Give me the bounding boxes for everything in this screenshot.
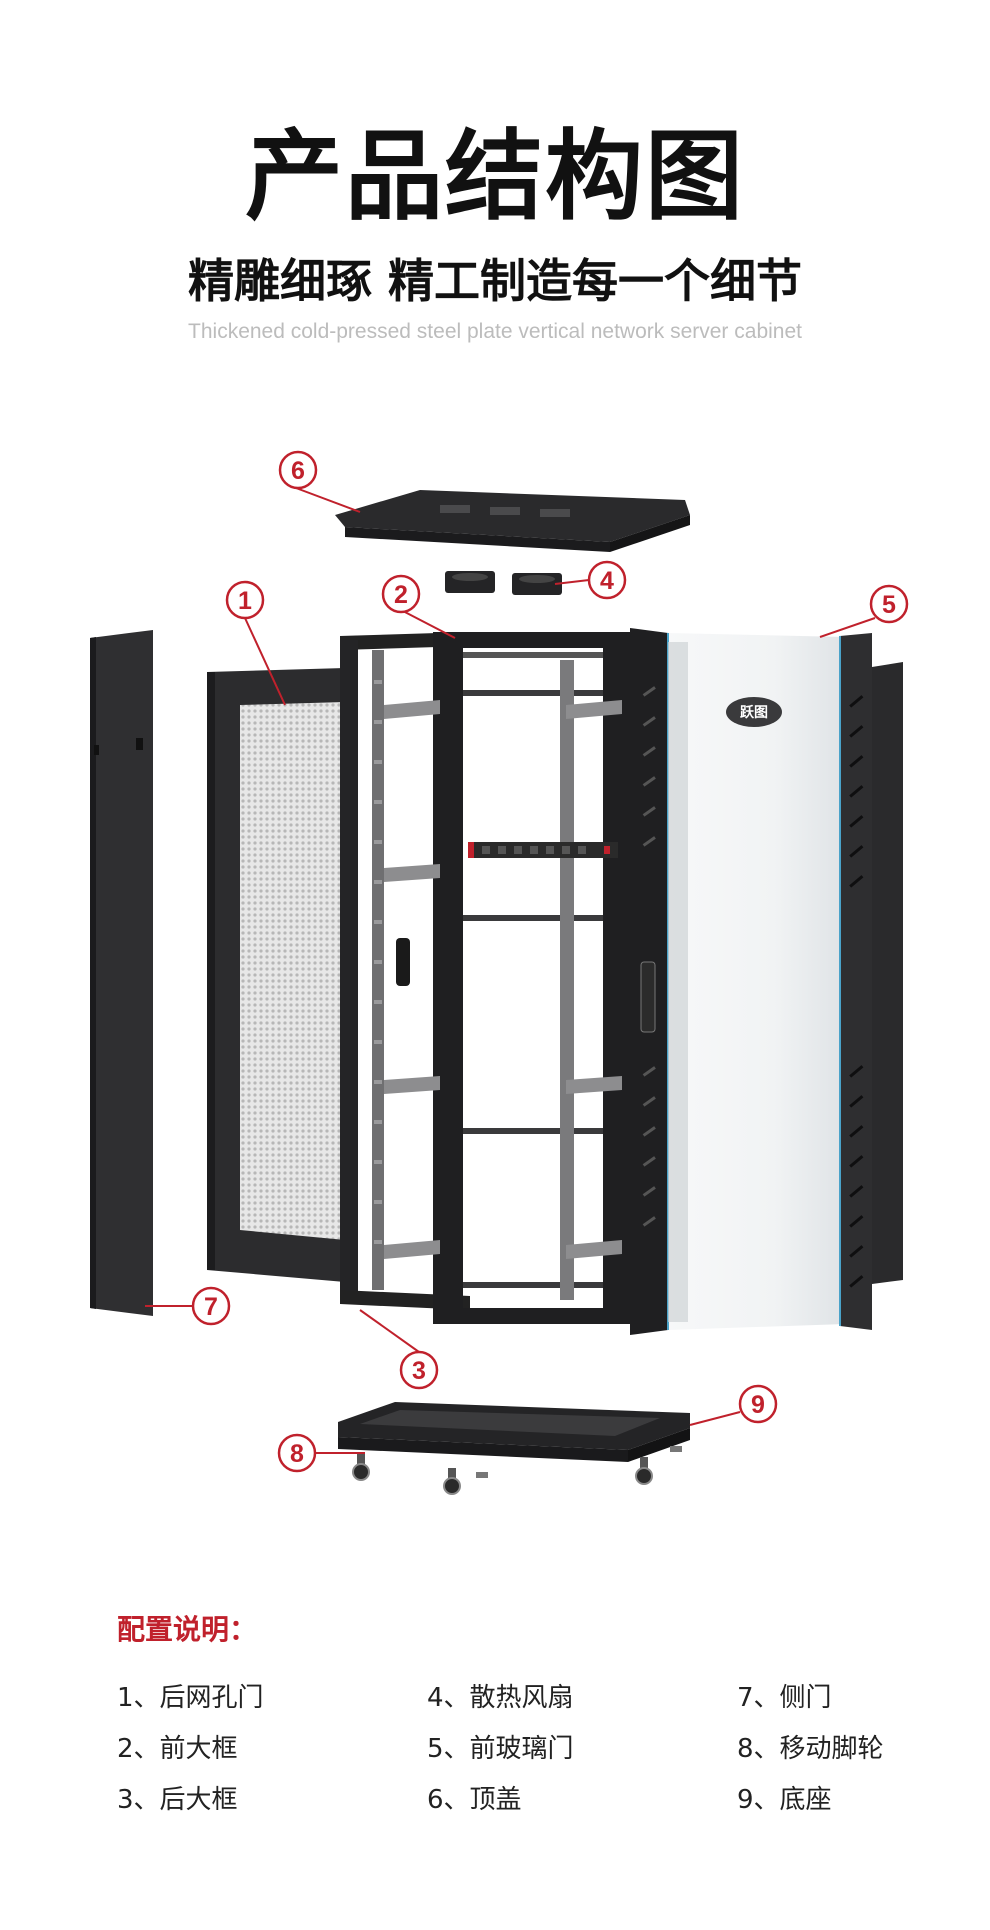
english-subtitle: Thickened cold-pressed steel plate verti… [188, 320, 802, 343]
config-item: 8、移动脚轮 [737, 1734, 884, 1764]
right-side-door-part [839, 633, 903, 1330]
page-title: 产品结构图 [244, 120, 745, 234]
config-item: 7、侧门 [737, 1683, 832, 1713]
svg-text:7: 7 [204, 1293, 218, 1321]
callout-4: 4 [587, 560, 627, 600]
top-cover-part [335, 490, 690, 552]
svg-text:4: 4 [600, 567, 614, 595]
config-list: 1、后网孔门 4、散热风扇 7、侧门 2、前大框 5、前玻璃门 8、移动脚轮 3… [117, 1683, 947, 1815]
page-subtitle: 精雕细琢 精工制造每一个细节 [187, 254, 802, 308]
front-frame-part [384, 632, 633, 1324]
svg-text:2: 2 [394, 581, 408, 609]
svg-text:9: 9 [751, 1391, 765, 1419]
config-heading: 配置说明： [117, 1613, 258, 1646]
callout-8: 8 [277, 1433, 317, 1473]
callout-5: 5 [869, 584, 909, 624]
config-item: 3、后大框 [117, 1785, 238, 1815]
callout-7: 7 [191, 1286, 231, 1326]
brand-logo: 跃图 [740, 705, 768, 721]
config-item: 5、前玻璃门 [427, 1734, 574, 1764]
exploded-cabinet-diagram: 跃图 [90, 450, 909, 1495]
callout-2: 2 [381, 574, 421, 614]
callout-leaders [145, 487, 876, 1454]
callout-1: 1 [225, 580, 265, 620]
svg-text:8: 8 [290, 1440, 304, 1468]
casters-part [352, 1446, 682, 1495]
config-item: 9、底座 [737, 1785, 832, 1815]
svg-text:1: 1 [238, 587, 252, 615]
svg-text:5: 5 [882, 591, 896, 619]
config-item: 1、后网孔门 [117, 1683, 264, 1713]
config-item: 4、散热风扇 [427, 1683, 574, 1713]
base-part [338, 1402, 690, 1462]
callout-9: 9 [738, 1384, 778, 1424]
callout-6: 6 [278, 450, 318, 490]
svg-text:3: 3 [412, 1357, 426, 1385]
front-glass-door-part: 跃图 [630, 628, 845, 1335]
cooling-fans-part [445, 571, 562, 595]
config-item: 6、顶盖 [427, 1785, 522, 1815]
rear-mesh-door-part [207, 668, 345, 1282]
config-item: 2、前大框 [117, 1734, 238, 1764]
svg-text:6: 6 [291, 457, 305, 485]
callout-3: 3 [399, 1350, 439, 1390]
side-door-part [90, 630, 153, 1316]
